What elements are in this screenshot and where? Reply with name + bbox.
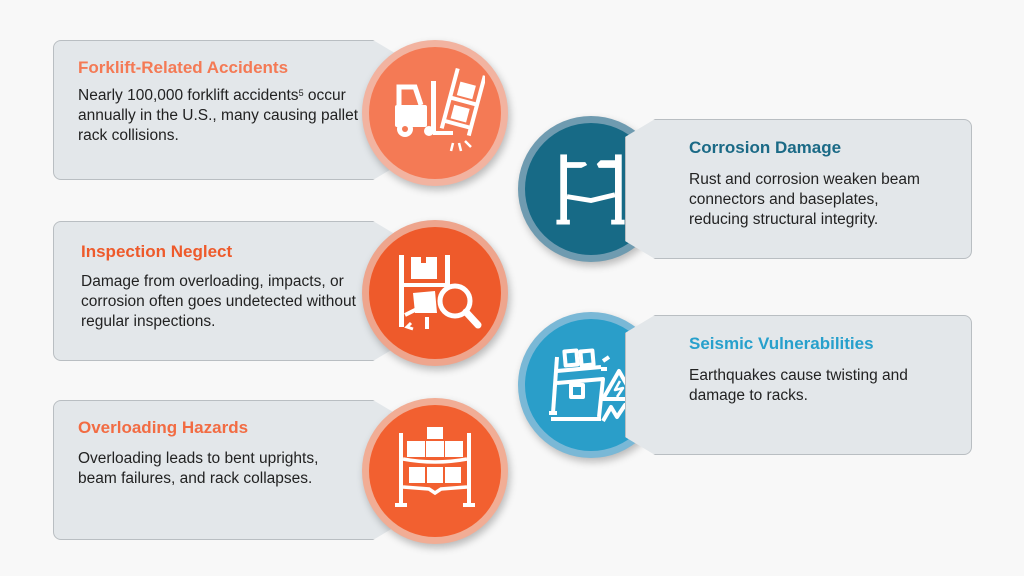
card-overloading-hazards: Overloading Hazards Overloading leads to…	[53, 400, 403, 540]
card-title: Inspection Neglect	[81, 242, 233, 261]
card-text: Damage from overloading, impacts, or cor…	[81, 273, 356, 330]
card-title: Corrosion Damage	[689, 138, 842, 157]
card-inspection-neglect: Inspection Neglect Damage from overloadi…	[53, 221, 403, 361]
card-text: Rust and corrosion weaken beam connector…	[689, 171, 920, 228]
overloaded-rack-icon	[395, 427, 475, 507]
corroded-rack-icon	[556, 154, 625, 225]
overloading-circle	[362, 398, 508, 544]
inspection-circle	[362, 220, 508, 366]
card-forklift-accidents: Forklift-Related Accidents Nearly 100,00…	[53, 40, 403, 180]
forklift-collision-icon	[395, 67, 485, 152]
card-title: Forklift-Related Accidents	[78, 58, 289, 77]
card-title: Seismic Vulnerabilities	[689, 334, 874, 353]
card-text: Nearly 100,000 forklift accidents5 occur…	[78, 87, 359, 144]
card-seismic-vulnerabilities: Seismic Vulnerabilities Earthquakes caus…	[625, 315, 972, 455]
rack-inspection-icon	[399, 255, 482, 331]
card-text: Overloading leads to bent uprights, beam…	[78, 450, 319, 487]
card-title: Overloading Hazards	[78, 418, 249, 437]
card-text: Earthquakes cause twisting and damage to…	[689, 367, 908, 404]
forklift-circle	[362, 40, 508, 186]
card-corrosion-damage: Corrosion Damage Rust and corrosion weak…	[625, 119, 972, 259]
